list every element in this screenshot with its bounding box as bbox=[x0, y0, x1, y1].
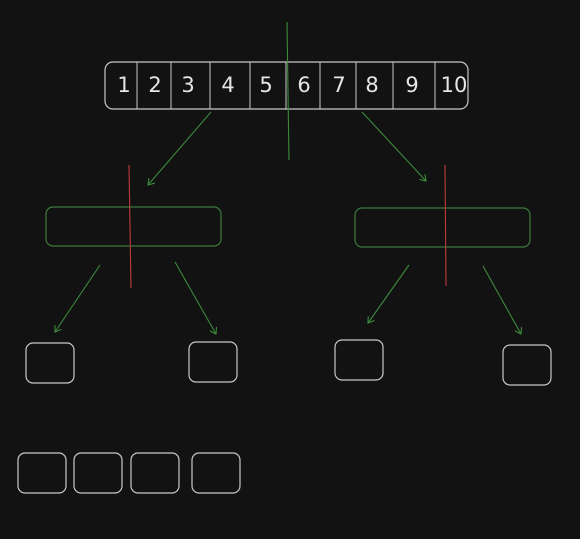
root-left-arrow bbox=[148, 111, 212, 185]
array-cell-8: 8 bbox=[365, 73, 378, 97]
right-split-line bbox=[444, 164, 447, 287]
array-cell-9: 9 bbox=[405, 73, 418, 97]
array-cell-1: 1 bbox=[117, 73, 130, 97]
leaf-box bbox=[502, 344, 552, 386]
array-cell-4: 4 bbox=[221, 73, 234, 97]
array-cell-6: 6 bbox=[297, 73, 310, 97]
root-right-arrow bbox=[361, 111, 426, 181]
right-left-arrow bbox=[368, 264, 410, 323]
result-box bbox=[191, 452, 241, 494]
left-left-arrow bbox=[55, 264, 101, 332]
left-right-arrow bbox=[174, 261, 216, 334]
root-array: 1 2 3 4 5 6 7 8 9 10 bbox=[104, 61, 469, 110]
right-half-box bbox=[354, 207, 531, 248]
leaf-box bbox=[334, 339, 384, 381]
result-box bbox=[17, 452, 67, 494]
result-box bbox=[130, 452, 180, 494]
array-cell-10: 10 bbox=[441, 73, 468, 97]
leaf-box bbox=[25, 342, 75, 384]
right-right-arrow bbox=[482, 265, 521, 334]
array-cell-7: 7 bbox=[332, 73, 345, 97]
result-box bbox=[73, 452, 123, 494]
array-cell-3: 3 bbox=[181, 73, 194, 97]
leaf-box bbox=[188, 341, 238, 383]
left-half-box bbox=[45, 206, 222, 247]
array-cell-2: 2 bbox=[148, 73, 161, 97]
left-split-line bbox=[128, 164, 132, 289]
result-row bbox=[17, 452, 241, 494]
array-cell-5: 5 bbox=[259, 73, 272, 97]
root-split-line bbox=[286, 21, 290, 161]
